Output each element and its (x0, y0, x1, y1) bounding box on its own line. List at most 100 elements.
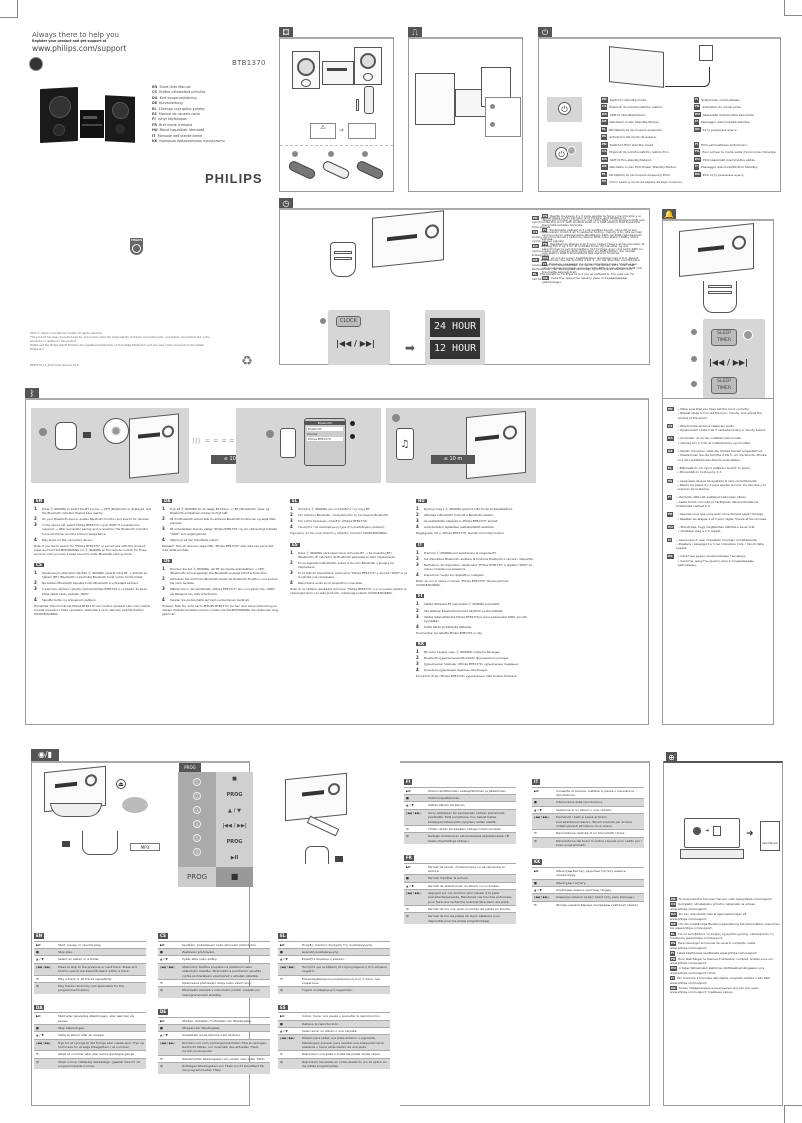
box-contents-panel: ⚠ ➜ (279, 37, 394, 192)
main-unit (80, 110, 104, 138)
eject-icon: ⏏ (116, 779, 126, 789)
skip-keys: |◀◀ / ▶▶| (336, 339, 375, 348)
language-item: ES Manual de usuario corto (152, 112, 262, 117)
bt-note: Nota: Si no obtiene resultados al buscar… (290, 587, 407, 596)
language-code: KK (542, 275, 549, 280)
bt-step-1-illustration: ✹ (31, 408, 189, 483)
control-key: ■ (532, 878, 554, 887)
control-key: ■ (34, 948, 56, 956)
language-item: IT Manuale dell'utente breve (152, 134, 262, 139)
control-description: Stop play. (56, 948, 146, 956)
line-text: Switch to standby mode. (609, 97, 647, 102)
alarm-note-group: FR• Assurez-vous que vous avez correctem… (667, 512, 771, 521)
line-text: Cómo pasar a modo de espera de bajo cons… (609, 179, 683, 184)
table-row: ■Ойнатуды тоқтату. (532, 878, 644, 887)
control-description: Wiederholtes Wiedergeben von einem oder … (180, 1054, 270, 1063)
control-key: ⤨ (532, 836, 554, 849)
language-code: EN (601, 97, 608, 103)
alarm-note: • Βεβαιωθείτε ότι έχετε ρυθμίσει σωστά τ… (676, 465, 751, 470)
crop-mark (784, 0, 802, 16)
language-code: HU (694, 156, 701, 163)
line-text: Toistamalla vaiheet 2-3 voit asettaa tun… (542, 228, 642, 241)
line-text: ECO készenléti üzemmódba váltás. (702, 157, 756, 162)
language-code: FI (542, 228, 548, 233)
table-row: ■Zastavení přehrávání. (158, 948, 270, 956)
language-code: EL (290, 498, 300, 504)
alarm-notes-list: EN• Make sure that you have set the cloc… (667, 407, 771, 571)
prog-key-column: ■PROG▲ / ▼|◀◀ / ▶▶|PROG▶II (216, 772, 253, 867)
table-row: ■Detiene la reproducción. (278, 1019, 390, 1028)
language-label: Krátká uživatelská příručka (159, 90, 206, 95)
table-row: |◀◀ / ▶▶|Stisknutím tlačítka přejdete na… (158, 962, 270, 980)
support-link[interactable]: www.philips.com/support (32, 44, 127, 53)
table-row: ⟲Riproduzione ripetuta di un brano/tutti… (532, 829, 644, 838)
bt-note: Poznámka: Pokud možnost Philips BTB1370 … (34, 603, 151, 616)
control-description: Spuštění, pozastavení nebo obnovení přeh… (180, 940, 270, 949)
bluetooth-icon: ᛒ (25, 388, 39, 400)
line-text: Répétez les étapes 2 et 3 pour régler l'… (542, 242, 645, 255)
language-code: CS (532, 230, 539, 235)
document-id: BTB1370_12_Short User Manual_V1.0 (30, 364, 79, 367)
control-description: Ойнатуды бастау, уақытша тоқтату немесе … (554, 867, 644, 880)
control-description: Přehrávání skladeb v náhodném pořadí. (n… (180, 986, 270, 998)
prog-key: PROG (226, 839, 243, 846)
control-description: Vælg et album eller en mappe. (56, 1031, 146, 1040)
alarm-note-group: CS• Zkontrolujte správné nastavení hodin… (667, 423, 771, 433)
menu-device-item[interactable]: Philips BTB1370 (307, 437, 343, 442)
language-code: EL (532, 272, 538, 277)
language-code: EL (601, 126, 607, 133)
table-row: |◀◀ / ▶▶|Púlselo para saltar a la pista … (278, 1034, 390, 1051)
control-key: |◀◀ / ▶▶| (404, 808, 426, 826)
language-code: CS (670, 902, 677, 907)
remote-control-illustration (364, 86, 374, 114)
control-description: Riproduzione ripetuta di un brano/tutti … (554, 829, 644, 838)
line-text: Activación del modo de espera. (609, 134, 657, 139)
control-key: ■ (34, 1024, 56, 1032)
control-key: ▶II (278, 1012, 300, 1021)
control-description: Opakované přehrávání stopy nebo všech st… (180, 978, 270, 987)
language-item: KK Қысқаша пайдаланушы нұсқаулығы (152, 139, 262, 144)
line-text: ECO-valmiustilaan siirtyminen. (701, 142, 748, 147)
control-description: Toiston aloittaminen, keskeyttäminen ja … (426, 786, 516, 795)
table-row: ⤨Riproduzione dei brani in ordine casual… (532, 836, 644, 849)
alarm-note: • Ellenőrizze, hogy megfelelően állított… (677, 524, 756, 529)
language-label: Kurzanleitung (159, 101, 183, 106)
unit-illustration (679, 223, 754, 277)
manual-booklet: User Manual (760, 821, 780, 851)
distance-indicator: ≤ 10 m (211, 455, 255, 464)
language-item: DA Kort brugervejledning (152, 96, 262, 101)
control-key: ▶II (532, 786, 554, 799)
control-key: ⤨ (404, 912, 426, 925)
table-row: |◀◀ / ▶▶|Premendo i tasti si passa al br… (532, 813, 644, 830)
remote-usb-illustration (305, 846, 329, 864)
line-text: ECO күту режиміне ауысу (702, 172, 744, 177)
cover-page: Always there to help you Register your p… (0, 0, 268, 380)
